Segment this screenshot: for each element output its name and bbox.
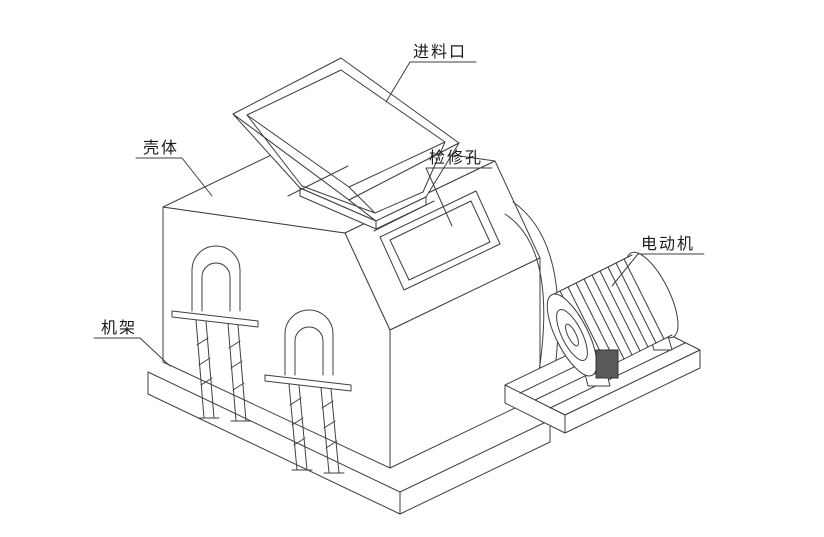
label-housing: 壳体	[143, 140, 180, 157]
inspection-hole-drawing	[379, 190, 501, 291]
label-inspection-hole: 检修孔	[429, 150, 484, 167]
leader-housing	[135, 157, 213, 197]
leader-inspection-hole	[425, 167, 493, 227]
leader-motor	[611, 253, 705, 287]
housing-drawing	[162, 134, 541, 469]
motor-terminal-box	[595, 349, 619, 379]
leader-feed-inlet	[385, 61, 477, 103]
leader-lines	[93, 61, 705, 367]
label-feed-inlet: 进料口	[413, 44, 468, 61]
label-frame: 机架	[101, 320, 138, 337]
bearing-bracket-right	[264, 309, 352, 474]
bearing-bracket-left	[171, 245, 259, 422]
motor-drawing	[546, 251, 679, 387]
leader-frame	[93, 337, 171, 367]
feed-hopper-drawing	[232, 57, 460, 232]
label-motor: 电动机	[641, 236, 696, 253]
